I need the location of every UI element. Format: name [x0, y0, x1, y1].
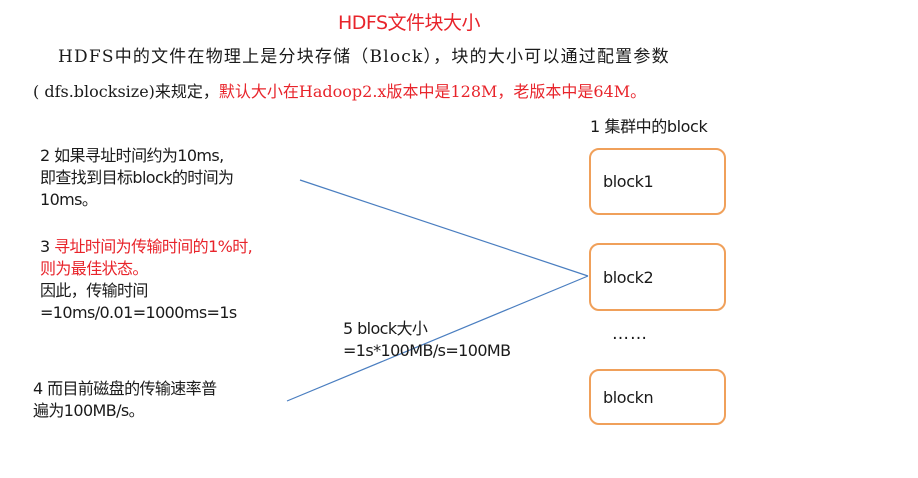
note-block-size: 5 block大小 =1s*100MB/s=100MB: [343, 318, 511, 362]
intro-line-2-prefix: ( dfs.blocksize)来规定，: [33, 82, 219, 101]
connector-disk-to-block2: [286, 275, 589, 402]
intro-line-2: ( dfs.blocksize)来规定，默认大小在Hadoop2.x版本中是12…: [33, 78, 646, 102]
note-line: =1s*100MB/s=100MB: [343, 341, 511, 360]
note-line: 5 block大小: [343, 319, 428, 338]
note-line: 遍为100MB/s。: [33, 401, 145, 420]
note-line: 即查找到目标block的时间为: [40, 168, 234, 187]
note-seek-time: 2 如果寻址时间约为10ms, 即查找到目标block的时间为 10ms。: [40, 145, 234, 211]
note-highlight: 寻址时间为传输时间的1%时,: [54, 237, 253, 256]
intro-line-2-highlight: 默认大小在Hadoop2.x版本中是128M，老版本中是64M。: [218, 82, 647, 101]
page-title: HDFS文件块大小: [337, 12, 481, 34]
note-number: 3: [40, 237, 55, 256]
block-box-2: block2: [589, 243, 726, 311]
cluster-label: 1 集群中的block: [590, 117, 708, 136]
note-line: =10ms/0.01=1000ms=1s: [40, 303, 237, 322]
block-ellipsis: ……: [612, 324, 648, 344]
block-box-n: blockn: [589, 369, 726, 425]
note-line: 因此，传输时间: [40, 281, 148, 300]
block-label: block2: [603, 267, 654, 287]
block-label: block1: [603, 172, 654, 191]
note-disk-rate: 4 而目前磁盘的传输速率普 遍为100MB/s。: [33, 378, 217, 422]
note-line: 3 寻址时间为传输时间的1%时,: [40, 236, 253, 258]
connector-seek-to-block2: [299, 179, 589, 277]
note-ratio: 3 寻址时间为传输时间的1%时, 则为最佳状态。 因此，传输时间 =10ms/0…: [40, 236, 253, 324]
block-box-1: block1: [589, 148, 726, 215]
note-line: 10ms。: [40, 190, 98, 209]
note-line: 4 而目前磁盘的传输速率普: [33, 379, 217, 398]
intro-line-1: HDFS中的文件在物理上是分块存储（Block），块的大小可以通过配置参数: [58, 47, 670, 67]
block-label: blockn: [603, 387, 654, 407]
note-highlight: 则为最佳状态。: [40, 259, 148, 278]
note-line: 2 如果寻址时间约为10ms,: [40, 146, 224, 165]
